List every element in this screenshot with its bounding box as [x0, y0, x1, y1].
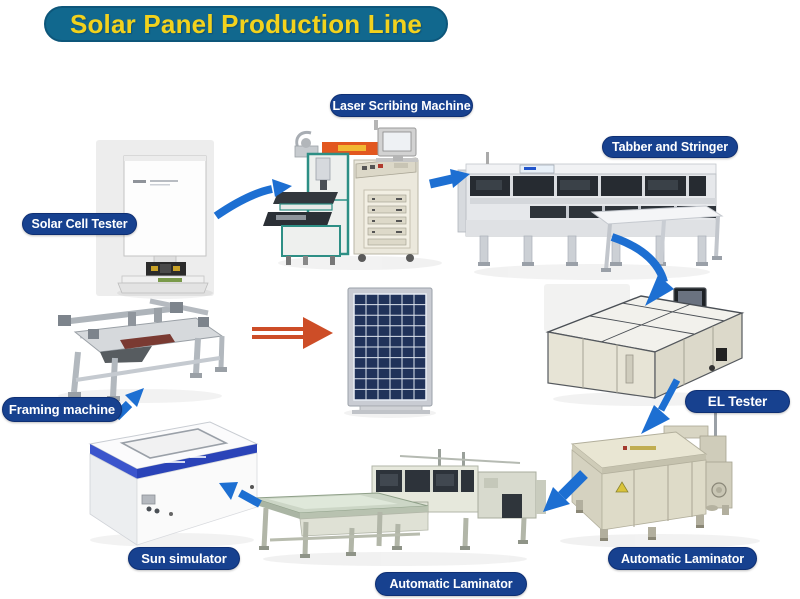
arrow-el-tester-to-laminator [657, 378, 681, 412]
automatic-laminator-right-image [570, 412, 733, 541]
solar-cell-tester-image [117, 155, 209, 294]
arrowhead [641, 405, 670, 434]
label-framing-machine: Framing machine [2, 397, 122, 422]
label-automatic-laminator-right: Automatic Laminator [608, 547, 757, 570]
label-tabber-and-stringer: Tabber and Stringer [602, 136, 738, 158]
label-solar-cell-tester: Solar Cell Tester [22, 213, 137, 235]
arrow-framing-to-panel [252, 317, 333, 349]
label-el-tester: EL Tester [685, 390, 790, 413]
arrowhead [125, 388, 144, 407]
sun-simulator-image [88, 421, 259, 546]
arrowhead [543, 487, 570, 512]
framing-machine-image [58, 298, 227, 401]
label-automatic-laminator-center: Automatic Laminator [375, 572, 527, 596]
flow-arrows [112, 169, 681, 512]
arrow-laminator-to-sun-simulator [238, 489, 262, 508]
tabber-and-stringer-image [457, 152, 724, 272]
automatic-laminator-center-image [252, 449, 546, 558]
arrow-tabber-to-el-tester [610, 233, 668, 284]
arrow-laser-to-tabber [429, 174, 453, 189]
label-sun-simulator: Sun simulator [128, 547, 240, 570]
el-tester-image [545, 287, 745, 399]
arrowhead [272, 179, 292, 197]
arrowhead [450, 169, 470, 188]
arrowhead [645, 275, 674, 306]
laser-scribing-machine-image [263, 120, 419, 265]
page-title: Solar Panel Production Line [44, 6, 448, 42]
arrow-laminator-to-laminator [558, 470, 588, 500]
arrow-tester-to-laser [213, 185, 273, 220]
label-laser-scribing-machine: Laser Scribing Machine [330, 94, 473, 117]
arrowhead [219, 482, 238, 500]
solar-panel-image [347, 287, 433, 414]
